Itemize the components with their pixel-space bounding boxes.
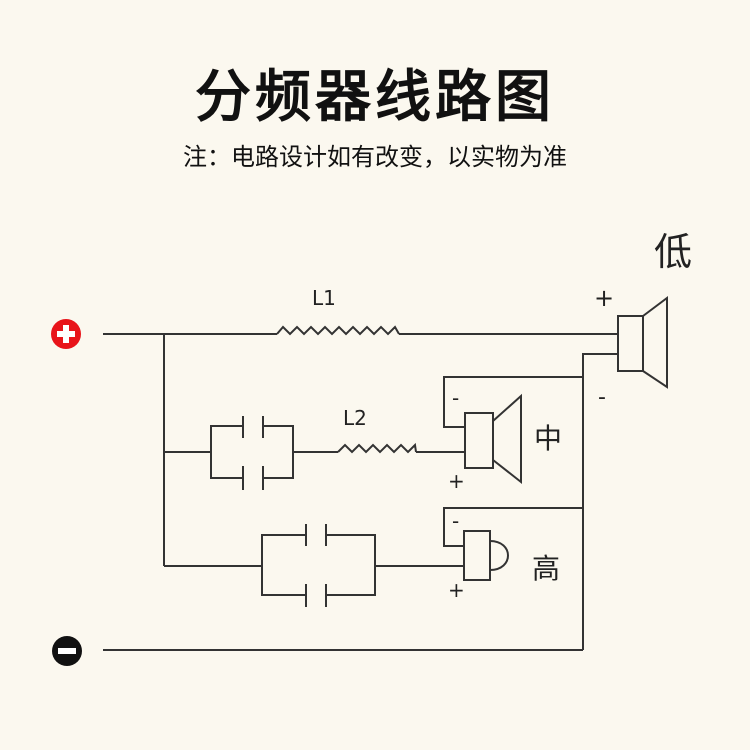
tweeter-negative-wire [443,507,583,547]
tweeter-minus-label: - [452,509,459,533]
mid-capacitor-pair [210,416,294,490]
high-capacitor-pair [261,524,376,607]
midrange-label: 中 [534,422,562,455]
inductor-l1-label: L1 [312,286,336,310]
negative-terminal-icon [52,636,82,666]
woofer-negative-wire [582,353,618,650]
woofer-plus-label: + [594,284,614,312]
woofer-speaker-icon [617,296,668,389]
positive-terminal-icon [51,319,81,349]
tweeter-speaker-icon [463,530,509,581]
design-note: 注：电路设计如有改变，以实物为准 [183,143,567,171]
inductor-l2 [337,442,417,454]
woofer-minus-label: - [598,385,606,410]
tweeter-label: 高 [532,552,560,585]
midrange-speaker-icon [464,393,522,485]
woofer-label: 低 [654,230,692,274]
inductor-l1 [276,325,400,336]
midrange-negative-wire [443,376,583,428]
tweeter-plus-label: + [448,578,465,602]
page-title: 分频器线路图 [195,65,555,130]
midrange-plus-label: + [448,469,465,493]
midrange-minus-label: - [452,386,459,410]
inductor-l2-label: L2 [343,406,367,430]
